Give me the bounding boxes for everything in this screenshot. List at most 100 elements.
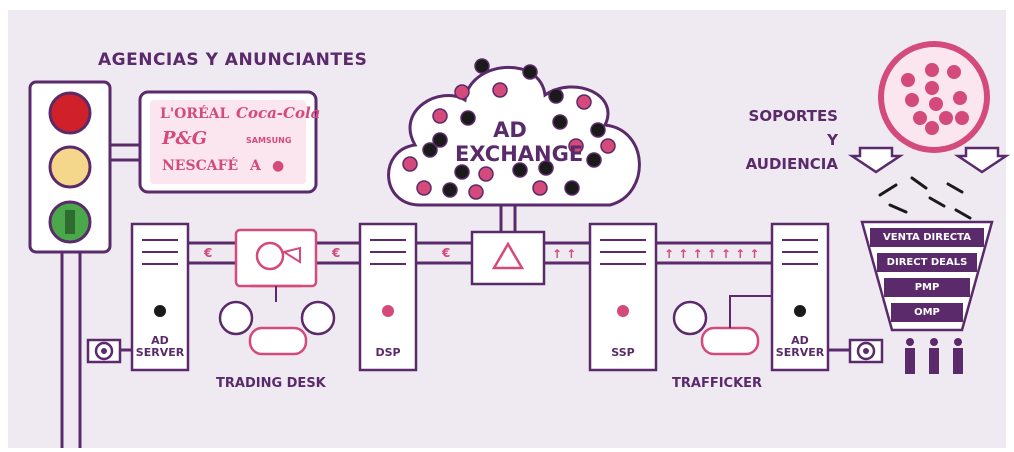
audience-title-line2: Y [827,131,838,149]
social-network-icon [925,81,939,95]
cloud-dot [460,110,476,126]
euro-sign-2: € [332,246,341,260]
falling-people-icon [878,176,972,220]
cloud-dot [474,58,490,74]
pipe-arrows: ↑ ↑ ↑ ↑ ↑ ↑ ↑ ↑ ↑ [552,247,759,261]
social-network-icon [901,73,915,87]
funnel-direct-deals: DIRECT DEALS [886,257,968,268]
cloud-dot [454,84,470,100]
brand-loreal: L'ORÉAL [160,106,230,122]
gamepad-icon [700,326,760,356]
yellow-light-icon [48,145,92,189]
cloud-dot [478,166,494,182]
cloud-dot [576,94,592,110]
audience-people-icon [905,338,963,374]
cloud-dot [402,156,418,172]
social-network-icon [939,111,953,125]
ad-exchange-line1: AD [493,118,527,142]
trafficker-label: TRAFFICKER [672,376,763,391]
social-network-icon [947,65,961,79]
adobe-logo-icon: A [250,158,261,174]
chart-wheel-icon [255,241,285,271]
funnel-pmp: PMP [914,282,940,293]
arrow-down-icon [953,146,1011,174]
agencies-title: AGENCIAS Y ANUNCIANTES [98,50,368,70]
ssp-label: SSP [611,346,635,359]
audience-title: SOPORTES Y AUDIENCIA [728,104,838,176]
brands-screen-inner [150,100,306,184]
cloud-dot [492,82,508,98]
main-pipe [120,241,850,352]
funnel-venta-directa: VENTA DIRECTA [883,232,971,243]
funnel-omp: OMP [914,307,940,318]
apple-logo-icon: ● [272,158,285,174]
ad-server-right-line1: AD [791,334,809,347]
audience-title-line3: AUDIENCIA [745,155,838,173]
social-network-icon [929,97,943,111]
cloud-dot [532,180,548,196]
svg-text:↑ ↑: ↑ ↑ [552,247,576,261]
gamepad-icon [248,326,308,356]
cloud-dot [454,164,470,180]
ad-server-left-label: AD SERVER [132,335,188,359]
operator-head-icon [300,300,336,336]
cloud-dot [422,142,438,158]
ssp-server [588,222,658,372]
red-light-icon [48,91,92,135]
social-network-icon [955,111,969,125]
trading-desk-label: TRADING DESK [216,376,326,391]
cloud-dot [564,180,580,196]
brand-pg: P&G [162,128,208,149]
cloud-dot [600,138,616,154]
cloud-dot [568,138,584,154]
social-icons [901,63,969,135]
ad-exchange-label: AD EXCHANGE [455,118,584,166]
recycle-icon [491,241,525,270]
brand-cocacola: Coca-Cola [236,104,321,122]
cloud-dot [538,160,554,176]
social-network-icon [925,63,939,77]
cloud-dot [416,180,432,196]
right-valve [848,338,884,364]
ad-server-left-line1: AD [151,334,169,347]
brand-samsung: SAMSUNG [246,136,292,145]
audience-title-line1: SOPORTES [748,107,838,125]
social-network-icon [953,91,967,105]
ad-server-left [130,222,190,372]
cloud-dot [586,152,602,168]
cloud-dot [468,184,484,200]
ad-server-left-line2: SERVER [135,346,185,359]
arrow-down-icon [847,146,905,174]
cloud-dot [432,132,448,148]
svg-text:↑ ↑ ↑ ↑ ↑ ↑ ↑: ↑ ↑ ↑ ↑ ↑ ↑ ↑ [664,247,759,261]
ad-server-right [770,222,830,372]
social-network-icon [925,121,939,135]
social-network-icon [905,93,919,107]
cloud-dot [442,182,458,198]
cloud-dot [432,108,448,124]
walker-icon [65,210,75,234]
dsp-label: DSP [375,346,401,359]
brand-nescafe: NESCAFÉ [162,158,239,174]
operator-head-icon [672,300,708,336]
funnel [860,220,994,332]
euro-sign-3: € [442,246,451,260]
left-valve [86,338,122,364]
ad-server-right-line2: SERVER [775,346,825,359]
dsp-server [358,222,418,372]
cloud-dot [590,122,606,138]
ad-server-right-label: AD SERVER [772,335,828,359]
ad-exchange-line2: EXCHANGE [455,142,584,166]
traffic-light [28,80,140,448]
cloud-dots [402,58,616,200]
cloud-dot [512,162,528,178]
social-media-circle [878,41,990,153]
social-network-icon [913,111,927,125]
cloud-dot [548,88,564,104]
trading-desk-monitor [234,228,318,302]
cloud-dot [522,64,538,80]
cloud-dot [552,114,568,130]
operator-head-icon [218,300,254,336]
